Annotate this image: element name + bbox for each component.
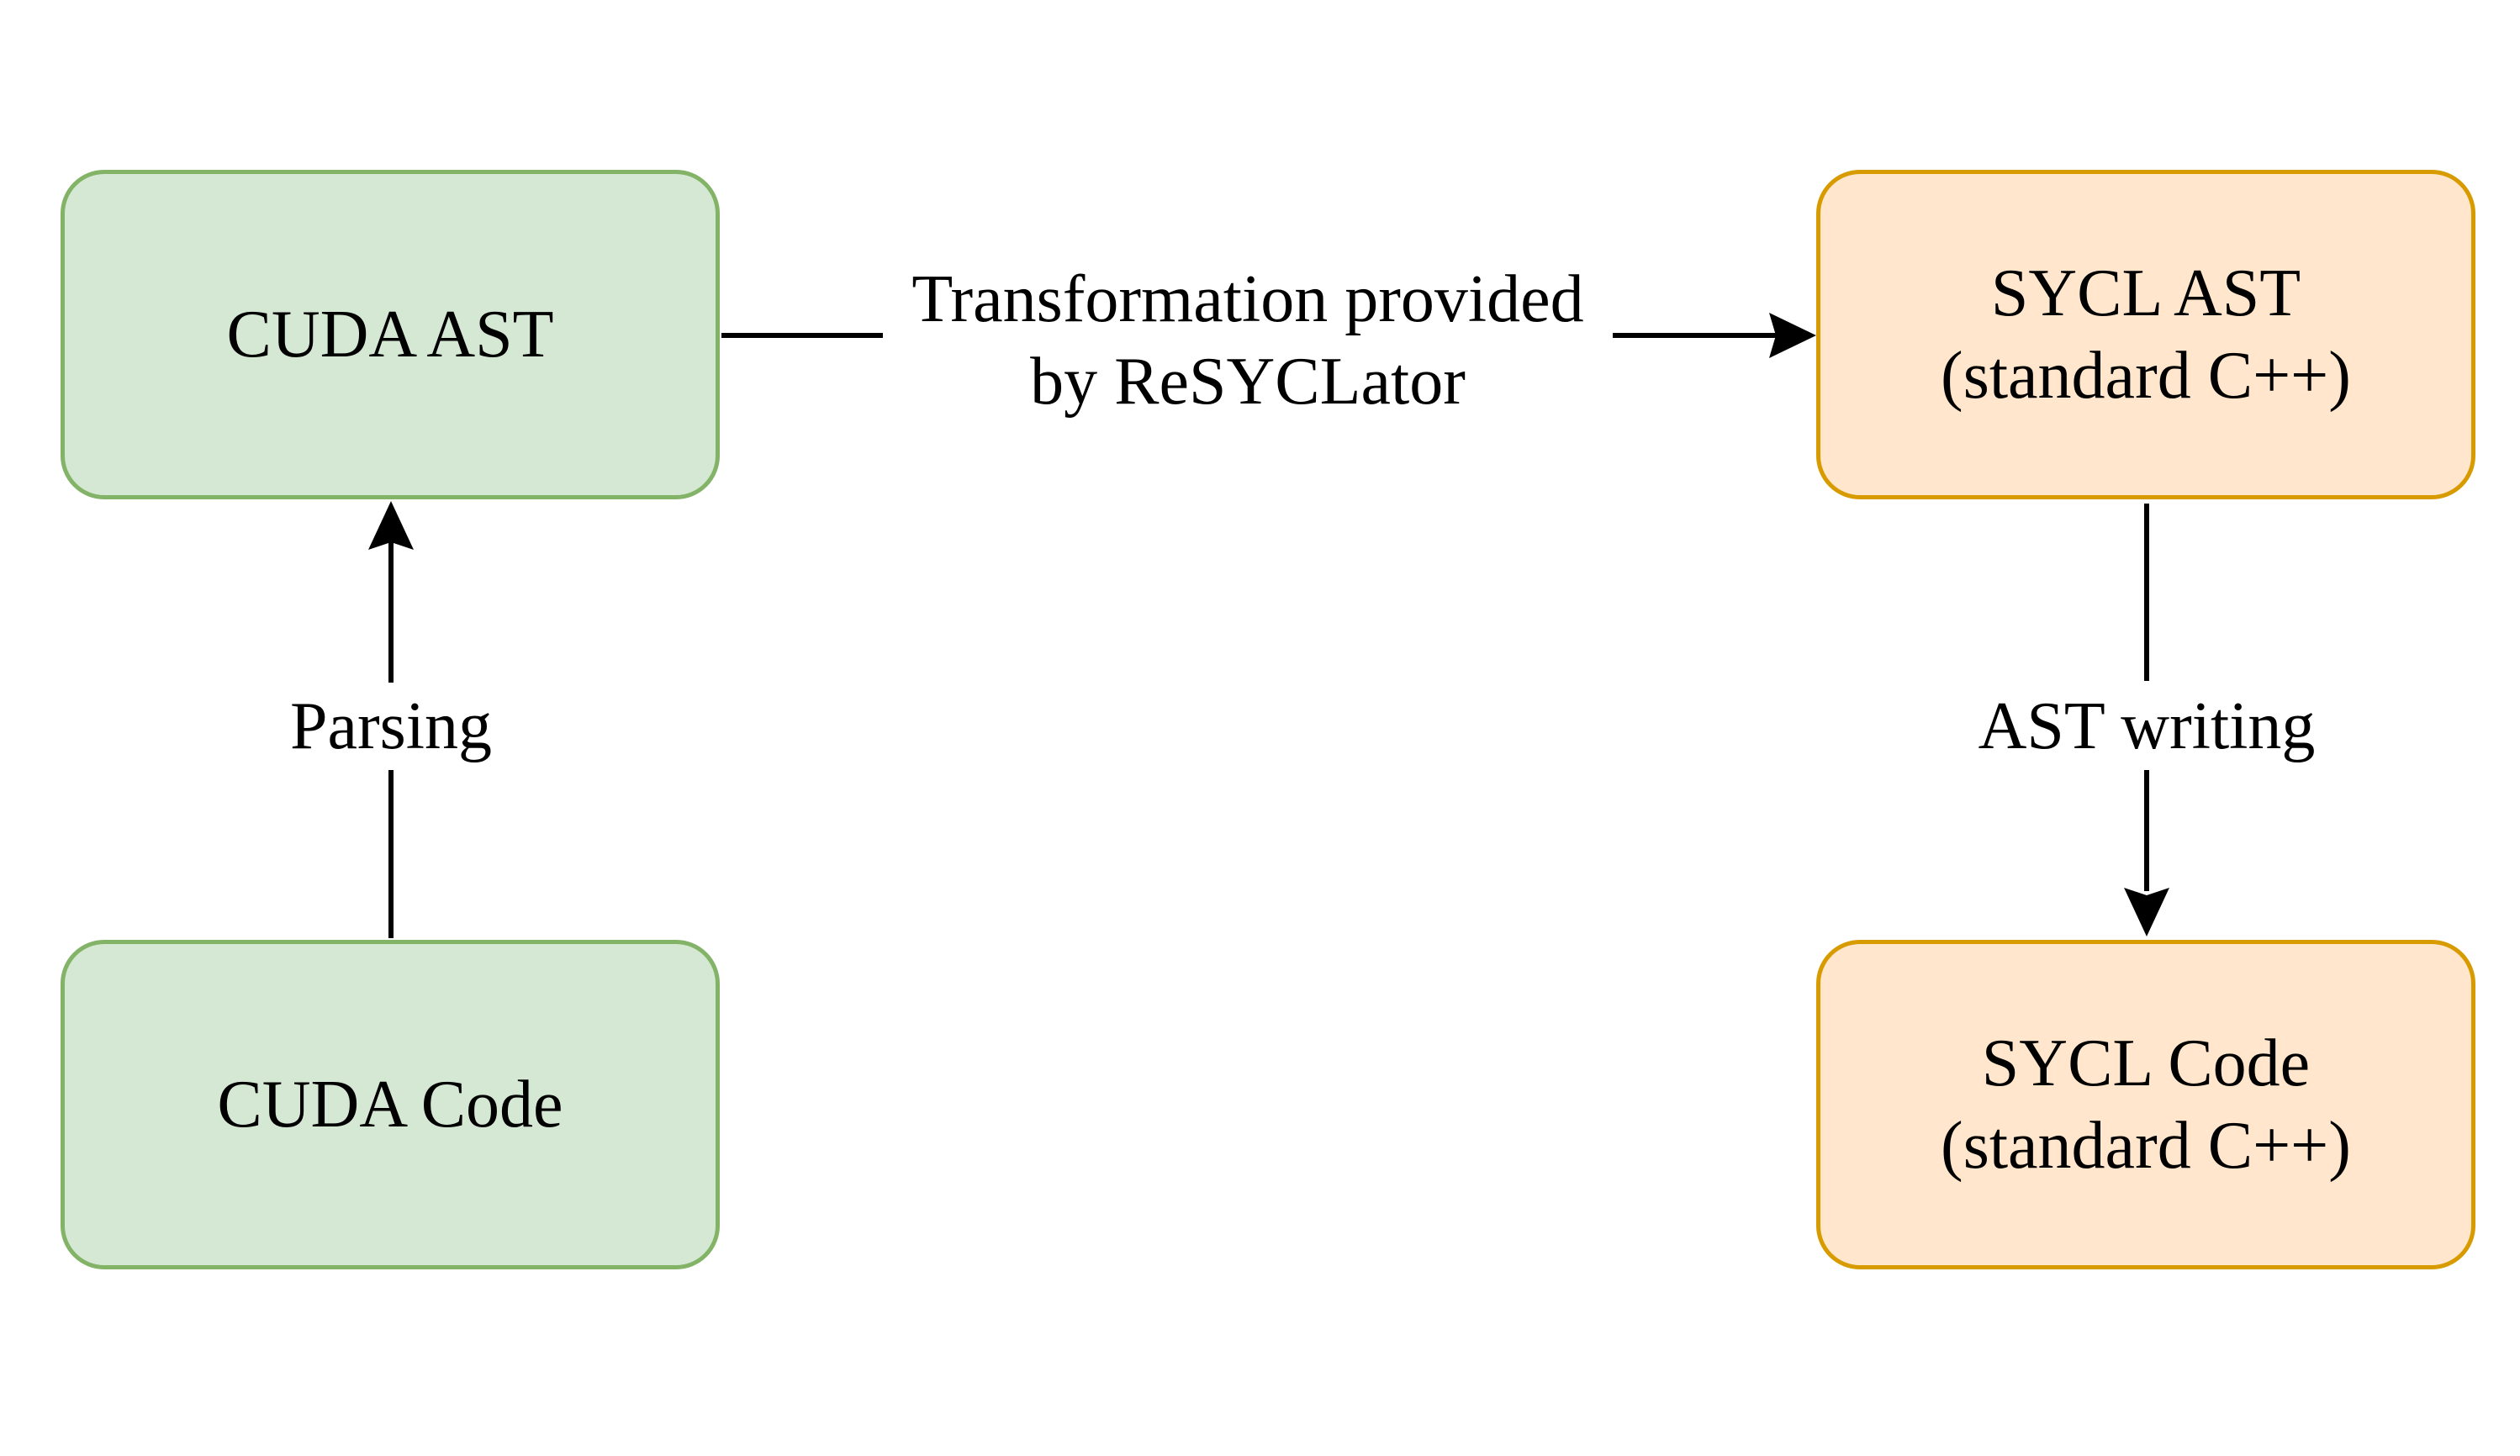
sycl-code-label-line2: (standard C++) [1941,1109,2351,1183]
parsing-edge-label: Parsing [256,685,526,768]
cuda-ast-label: CUDA AST [226,298,554,372]
cuda-code-node[interactable]: CUDA Code [61,940,720,1269]
transformation-label-line1: Transformation provided [911,262,1584,336]
transformation-edge-label: Transformation provided by ReSYCLator [883,258,1613,423]
ast-writing-arrow [2124,504,2169,936]
parsing-arrowhead [368,501,414,550]
sycl-ast-label-line1: SYCL AST [1990,256,2301,330]
sycl-ast-label-line2: (standard C++) [1941,339,2351,413]
cuda-ast-node[interactable]: CUDA AST [61,170,720,499]
transformation-label-line2: by ReSYCLator [1030,345,1466,419]
sycl-ast-node[interactable]: SYCL AST (standard C++) [1816,170,2475,499]
sycl-code-node[interactable]: SYCL Code (standard C++) [1816,940,2475,1269]
transformation-arrow [721,313,1816,358]
cuda-code-label: CUDA Code [217,1068,563,1142]
ast-writing-arrowhead [2124,888,2169,936]
transformation-arrowhead [1769,313,1816,358]
ast-writing-edge-label: AST writing [1953,685,2340,768]
parsing-arrow [368,501,414,938]
sycl-code-label-line1: SYCL Code [1981,1026,2311,1100]
